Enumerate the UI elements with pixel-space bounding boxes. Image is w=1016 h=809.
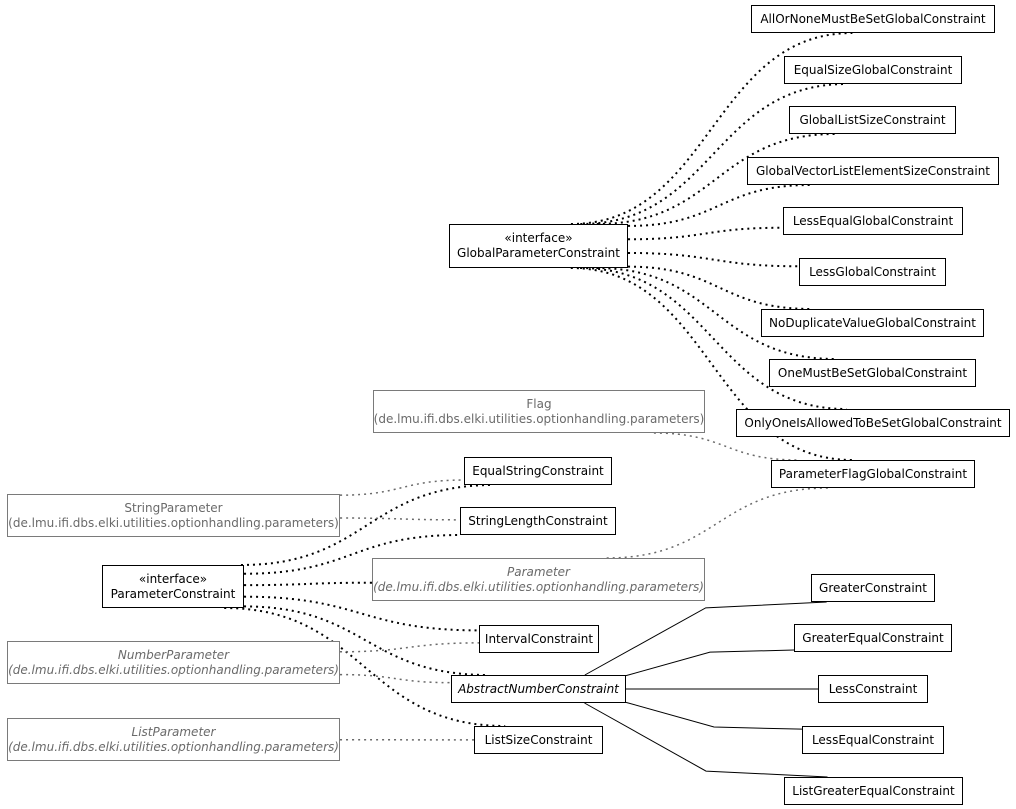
node-label: NoDuplicateValueGlobalConstraint [769,315,976,330]
node-label: GreaterConstraint [819,580,927,595]
node-global-list-size-constraint[interactable]: GlobalListSizeConstraint [789,106,956,134]
node-all-or-none-must-be-set-global-constraint[interactable]: AllOrNoneMustBeSetGlobalConstraint [751,5,995,33]
node-only-one-is-allowed-to-be-set-global-constraint[interactable]: OnlyOneIsAllowedToBeSetGlobalConstraint [736,409,1010,437]
node-flag-external[interactable]: Flag (de.lmu.ifi.dbs.elki.utilities.opti… [373,390,705,433]
node-label: AllOrNoneMustBeSetGlobalConstraint [760,11,986,26]
edge-globalParamConstraint-to-lessEqualGlobal [627,226,784,241]
node-label: AbstractNumberConstraint [458,681,619,696]
node-one-must-be-set-global-constraint[interactable]: OneMustBeSetGlobalConstraint [769,359,976,387]
node-label: ListParameter [131,724,216,739]
edge-globalParamConstraint-to-noDuplicate [627,265,812,310]
node-global-vector-list-element-size-constraint[interactable]: GlobalVectorListElementSizeConstraint [747,157,999,185]
edge-abstractNumber-to-lessEqual [625,701,803,730]
edge-numberParameter-to-abstractNumber [339,673,452,684]
node-package: (de.lmu.ifi.dbs.elki.utilities.optionhan… [8,739,339,754]
node-label: OneMustBeSetGlobalConstraint [777,365,968,380]
edge-globalParamConstraint-to-onlyOne [580,267,847,410]
node-abstract-number-constraint[interactable]: AbstractNumberConstraint [451,675,626,703]
edge-abstractNumber-to-greaterEqual [625,649,795,677]
edge-stringParameter-to-equalString [339,479,465,496]
node-equal-string-constraint[interactable]: EqualStringConstraint [464,457,612,485]
edge-abstractNumber-to-listGreaterEqual [584,702,828,778]
node-list-parameter-external[interactable]: ListParameter (de.lmu.ifi.dbs.elki.utili… [7,718,340,761]
node-label: LessEqualGlobalConstraint [792,213,954,228]
edge-abstractNumber-to-greater [584,601,827,676]
node-label: ListGreaterEqualConstraint [792,783,955,798]
node-label: StringLengthConstraint [468,513,608,528]
node-package: (de.lmu.ifi.dbs.elki.utilities.optionhan… [373,579,704,594]
edge-numberParameter-to-interval [339,642,480,653]
node-label: OnlyOneIsAllowedToBeSetGlobalConstraint [744,415,1002,430]
edge-globalParamConstraint-to-equalSize [580,83,847,225]
edge-paramConstraint-to-equalString [240,484,494,566]
node-greater-constraint[interactable]: GreaterConstraint [811,574,935,602]
node-label: EqualSizeGlobalConstraint [793,62,953,77]
node-package: (de.lmu.ifi.dbs.elki.utilities.optionhan… [8,515,339,530]
node-greater-equal-constraint[interactable]: GreaterEqualConstraint [794,624,952,652]
node-interval-constraint[interactable]: IntervalConstraint [479,625,599,653]
node-less-global-constraint[interactable]: LessGlobalConstraint [799,258,946,286]
node-package: (de.lmu.ifi.dbs.elki.utilities.optionhan… [8,662,339,677]
node-parameter-flag-global-constraint[interactable]: ParameterFlagGlobalConstraint [771,460,975,488]
node-label: GlobalListSizeConstraint [799,112,946,127]
node-label: ListSizeConstraint [484,732,593,747]
node-parameter-constraint-interface[interactable]: «interface» ParameterConstraint [102,565,244,608]
edge-paramConstraint-to-listSize [224,607,506,727]
node-no-duplicate-value-global-constraint[interactable]: NoDuplicateValueGlobalConstraint [761,309,984,337]
node-label: NumberParameter [117,647,230,662]
node-parameter-external[interactable]: Parameter (de.lmu.ifi.dbs.elki.utilities… [372,558,705,601]
node-label: ParameterFlagGlobalConstraint [778,466,968,481]
node-string-length-constraint[interactable]: StringLengthConstraint [460,507,616,535]
node-less-equal-constraint[interactable]: LessEqualConstraint [802,726,944,754]
edge-flag-to-paramFlagGlobal [653,432,799,461]
node-label: GreaterEqualConstraint [802,630,944,645]
node-string-parameter-external[interactable]: StringParameter (de.lmu.ifi.dbs.elki.uti… [7,494,340,537]
node-label: LessConstraint [828,681,918,696]
node-list-greater-equal-constraint[interactable]: ListGreaterEqualConstraint [784,777,963,805]
node-label: Flag [526,396,552,411]
node-label: Parameter [507,564,570,579]
node-global-parameter-constraint-interface[interactable]: «interface» GlobalParameterConstraint [449,224,628,268]
node-label: IntervalConstraint [484,631,594,646]
edge-paramConstraint-to-parameter [243,581,373,587]
node-label: LessGlobalConstraint [809,264,936,279]
node-label: StringParameter [124,500,223,515]
node-less-equal-global-constraint[interactable]: LessEqualGlobalConstraint [783,207,963,235]
edge-parameter-to-paramFlagGlobal [606,487,829,559]
edge-stringParameter-to-stringLength [339,517,461,521]
node-label: GlobalParameterConstraint [457,246,620,260]
node-equal-size-global-constraint[interactable]: EqualSizeGlobalConstraint [784,56,962,84]
node-label: LessEqualConstraint [811,732,935,747]
node-less-constraint[interactable]: LessConstraint [818,675,928,703]
node-package: (de.lmu.ifi.dbs.elki.utilities.optionhan… [373,411,705,426]
node-number-parameter-external[interactable]: NumberParameter (de.lmu.ifi.dbs.elki.uti… [7,641,340,684]
edge-globalParamConstraint-to-lessGlobal [627,251,800,268]
edge-paramConstraint-to-interval [243,595,480,632]
node-label: ParameterConstraint [110,586,236,601]
node-stereotype: «interface» [504,231,573,245]
node-stereotype: «interface» [138,571,208,586]
node-label: EqualStringConstraint [472,463,604,478]
node-label: GlobalVectorListElementSizeConstraint [755,163,991,178]
node-list-size-constraint[interactable]: ListSizeConstraint [474,726,603,754]
